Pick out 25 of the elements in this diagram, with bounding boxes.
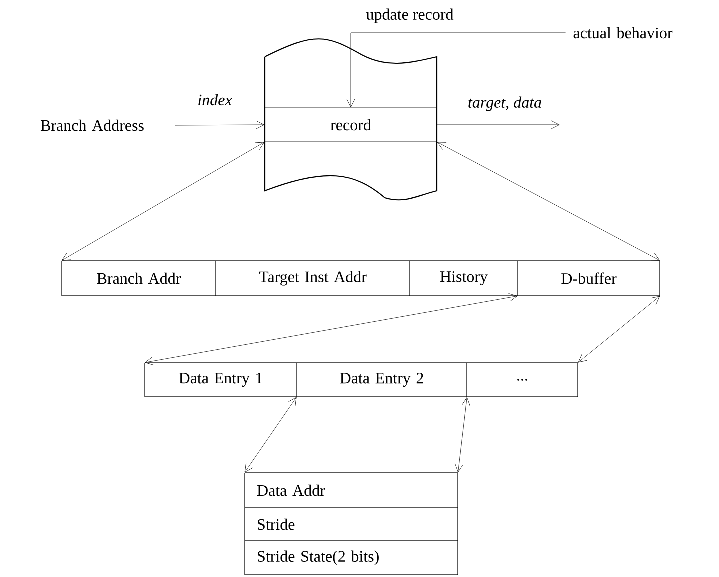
arrow bbox=[455, 397, 470, 473]
table-cell: Target Inst Addr bbox=[216, 260, 410, 296]
arrow bbox=[244, 397, 297, 473]
table-cell: History bbox=[410, 260, 518, 296]
table-cell: Stride State(2 bits) bbox=[244, 540, 458, 576]
arrow bbox=[145, 294, 518, 366]
table-cell: Stride bbox=[244, 508, 458, 542]
table-cell: Branch Addr bbox=[62, 260, 216, 296]
table-cell: Data Addr bbox=[244, 472, 458, 508]
edge-label: target, data bbox=[466, 96, 544, 112]
arrow bbox=[437, 142, 660, 261]
text-label: Branch Address bbox=[40, 120, 144, 132]
arrow bbox=[578, 296, 660, 363]
arrow bbox=[437, 120, 560, 130]
arrow bbox=[62, 142, 265, 261]
table-shape bbox=[264, 38, 438, 201]
edge-label: index bbox=[196, 93, 234, 107]
table-cell: D-buffer bbox=[518, 260, 660, 296]
text-label: actual behavior bbox=[574, 27, 673, 39]
arrow bbox=[175, 120, 265, 130]
edge-label: update record bbox=[365, 8, 455, 24]
table-cell: Data Entry 2 bbox=[296, 362, 468, 398]
arrow bbox=[346, 32, 566, 108]
table-cell: ... bbox=[466, 362, 578, 398]
table-cell: Data Entry 1 bbox=[144, 362, 298, 398]
